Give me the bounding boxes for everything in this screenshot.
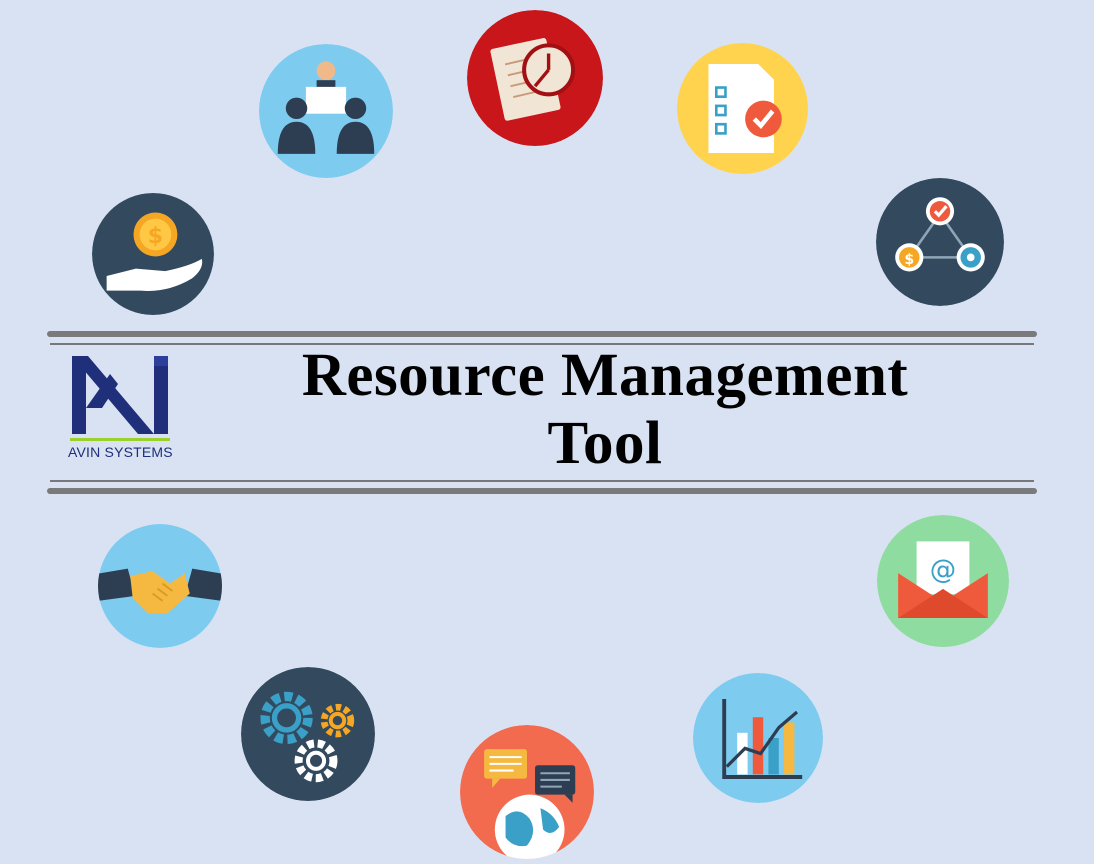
gears-icon — [241, 667, 375, 801]
money-hand-icon: $ — [92, 193, 214, 315]
page-title: Resource Management Tool — [200, 342, 1010, 478]
logo-text: AVIN SYSTEMS — [68, 444, 173, 460]
handshake-icon — [98, 524, 222, 648]
avin-systems-logo — [70, 356, 170, 441]
workflow-icon: $ — [876, 178, 1004, 306]
svg-text:$: $ — [904, 252, 914, 268]
bar-chart-icon — [693, 673, 823, 803]
checklist-icon — [677, 43, 808, 174]
meeting-icon — [259, 44, 393, 178]
svg-text:$: $ — [148, 224, 163, 249]
svg-text:@: @ — [930, 554, 956, 585]
title-line-2: Tool — [547, 410, 663, 477]
email-icon: @ — [877, 515, 1009, 647]
time-schedule-icon — [467, 10, 603, 146]
global-chat-icon — [460, 725, 594, 859]
title-line-1: Resource Management — [301, 342, 909, 409]
